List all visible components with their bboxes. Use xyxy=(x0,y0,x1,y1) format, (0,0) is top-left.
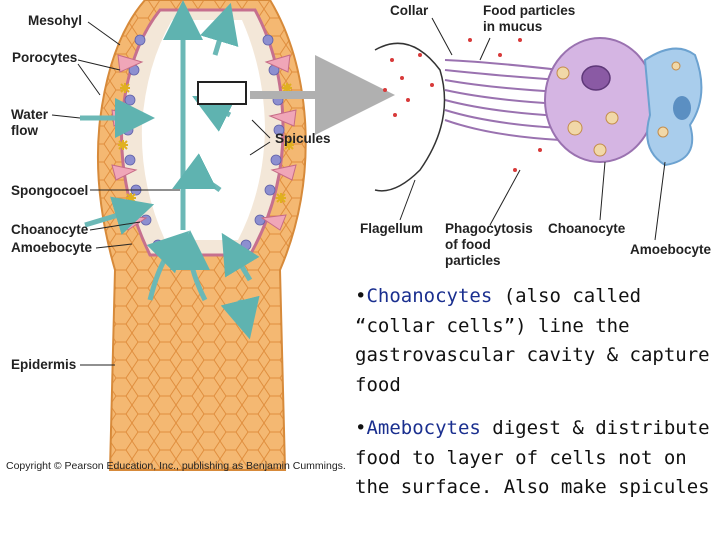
label-water-flow: Water flow xyxy=(11,107,49,138)
bullet-text-choanocytes: (also called “collar cells”) line the ga… xyxy=(355,285,710,396)
bullet-amebocytes: •Amebocytes digest & distribute food to … xyxy=(355,414,715,503)
label-epidermis: Epidermis xyxy=(11,357,77,372)
bullet-text-amebocytes: digest & distribute food to layer of cel… xyxy=(355,417,710,498)
bullet-marker: • xyxy=(355,417,367,439)
food-particles xyxy=(383,38,542,172)
label-porocytes: Porocytes xyxy=(12,50,78,65)
label-amoebocyte: Amoebocyte xyxy=(11,240,93,255)
water-flow-arrows xyxy=(80,0,260,340)
magnified-region-box xyxy=(197,81,247,105)
label-mesohyl: Mesohyl xyxy=(28,13,83,28)
right-leader-lines xyxy=(399,17,666,241)
label-phagocytosis: Phagocytosis of food particles xyxy=(445,221,533,268)
bullet-choanocytes: •Choanocytes (also called “collar cells”… xyxy=(355,282,715,400)
bullet-marker: • xyxy=(355,285,367,307)
label-spicules: Spicules xyxy=(275,131,331,146)
choanocyte-enlarged xyxy=(374,37,703,192)
label-amoebocyte-right: Amoebocyte xyxy=(630,242,712,257)
term-choanocytes: Choanocytes xyxy=(366,285,493,307)
label-leader-lines xyxy=(51,21,271,366)
term-amebocytes: Amebocytes xyxy=(366,417,481,439)
copyright-notice: Copyright © Pearson Education, Inc., pub… xyxy=(6,460,346,472)
label-choanocyte: Choanocyte xyxy=(11,222,89,237)
label-collar: Collar xyxy=(390,3,429,18)
bullet-list: •Choanocytes (also called “collar cells”… xyxy=(355,282,715,517)
label-food-particles: Food particles in mucus xyxy=(483,3,576,34)
label-flagellum: Flagellum xyxy=(360,221,424,236)
label-spongocoel: Spongocoel xyxy=(11,183,89,198)
label-choanocyte-right: Choanocyte xyxy=(548,221,626,236)
